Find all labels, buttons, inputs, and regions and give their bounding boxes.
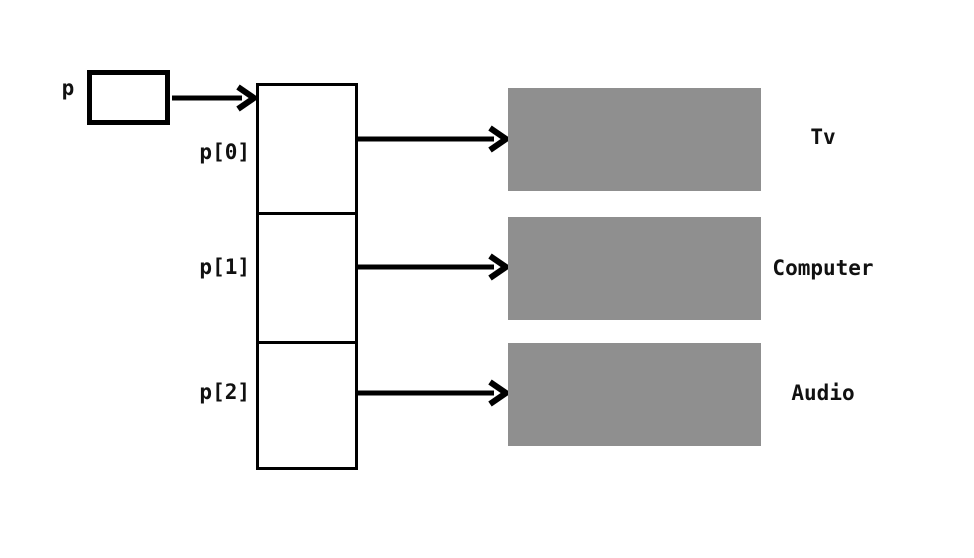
array-cell-1 xyxy=(259,212,355,341)
arrow-cell1-to-computer xyxy=(358,253,512,281)
arrow-cell0-to-tv xyxy=(358,125,512,153)
pointer-label: p xyxy=(61,76,75,100)
object-box-computer xyxy=(508,217,761,320)
array-index-label-0: p[0] xyxy=(199,140,250,164)
pointer-box xyxy=(87,70,170,125)
object-label-tv: Tv xyxy=(810,125,836,149)
object-label-computer: Computer xyxy=(772,256,874,280)
object-box-tv xyxy=(508,88,761,191)
arrow-cell2-to-audio xyxy=(358,379,512,407)
arrow-pointer-to-array xyxy=(172,84,260,112)
pointer-array-box xyxy=(256,83,358,470)
object-box-audio xyxy=(508,343,761,446)
object-label-audio: Audio xyxy=(791,381,855,405)
array-index-label-2: p[2] xyxy=(199,380,250,404)
array-cell-0 xyxy=(259,86,355,212)
array-index-label-1: p[1] xyxy=(199,255,250,279)
array-cell-2 xyxy=(259,341,355,467)
